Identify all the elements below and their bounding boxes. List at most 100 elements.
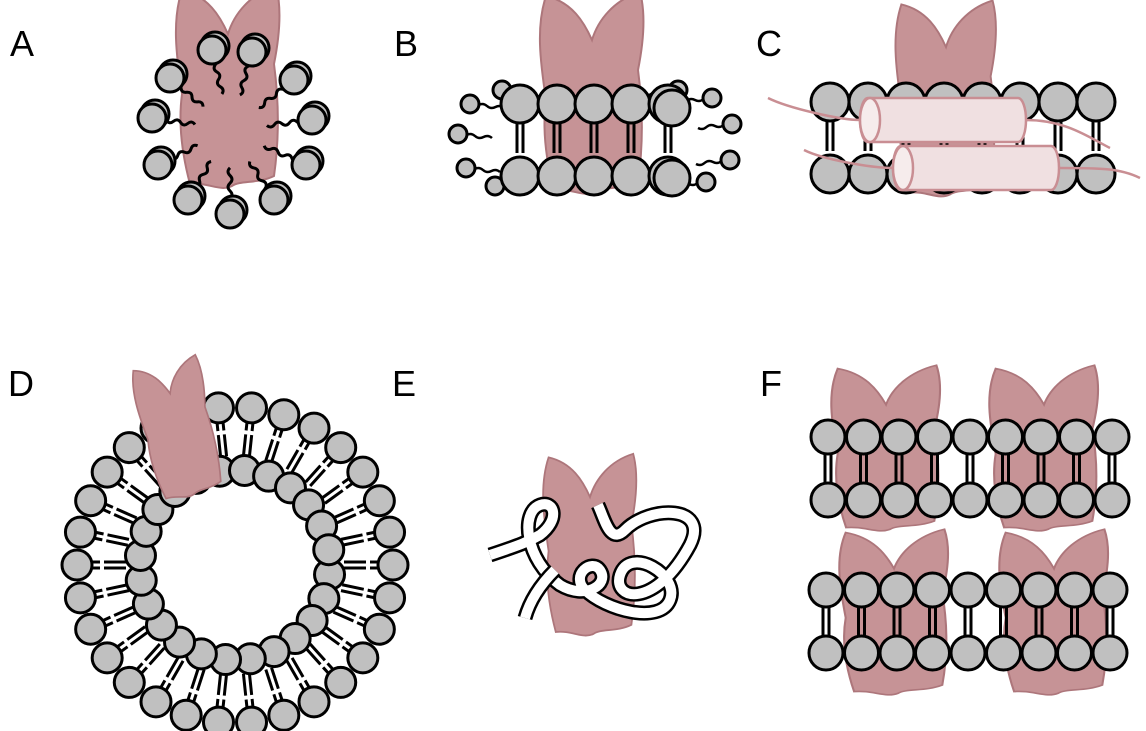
lipid-headgroup [501,157,539,195]
lipid-headgroup [953,483,987,517]
lipid-headgroup [237,707,267,731]
panel-label-c: C [756,23,782,64]
lipid-headgroup [299,687,329,717]
lipid-headgroup [987,636,1021,670]
lipid-headgroup [1022,573,1056,607]
lipid-headgroup [1039,83,1077,121]
lipid-headgroup [654,90,690,126]
lipid-headgroup [114,433,144,463]
lipid-headgroup [1077,155,1115,193]
lipid-headgroup [114,667,144,697]
lipid-headgroup [364,486,394,516]
lipid-headgroup [348,457,378,487]
panel-a: A [10,0,329,228]
detergent-headgroup [723,115,741,133]
detergent-headgroup [449,125,467,143]
lipid-headgroup [375,517,405,547]
lipid-headgroup [845,573,879,607]
lipid-headgroup [1093,636,1127,670]
lipid-headgroup [575,85,613,123]
lipid-headgroup [918,483,952,517]
peptide-cylinder-end [893,146,913,190]
lipid-headgroup [1093,573,1127,607]
lipid-headgroup [326,433,356,463]
lipid-headgroup [1060,483,1094,517]
detergent-headgroup [144,151,172,179]
panel-f: F [760,363,1129,695]
lipid-headgroup [880,636,914,670]
lipid-headgroup [76,486,106,516]
lipid-headgroup [612,85,650,123]
lipid-headgroup [1060,420,1094,454]
lipid-headgroup [654,160,690,196]
lipid-headgroup [1024,483,1058,517]
detergent-headgroup [292,151,320,179]
lipid-headgroup [92,457,122,487]
lipid-headgroup [269,400,299,430]
detergent-headgroup [260,186,288,214]
lipid-headgroup [299,413,329,443]
detergent-headgroup [198,36,226,64]
peptide-cylinder-end [860,98,880,142]
lipid-headgroup [141,687,171,717]
lipid-headgroup [76,614,106,644]
lipid-headgroup [811,420,845,454]
lipid-headgroup [951,573,985,607]
lipid-headgroup [880,573,914,607]
lipid-headgroup [378,550,408,580]
lipid-tail [217,673,221,708]
panel-label-a: A [10,23,34,64]
lipid-headgroup [1058,636,1092,670]
panel-c: C [756,1,1140,197]
lipid-tail [243,421,247,456]
lipid-headgroup [269,700,299,730]
lipid-headgroup [809,636,843,670]
lipid-headgroup [171,700,201,730]
lipid-headgroup [845,636,879,670]
lipid-headgroup [809,573,843,607]
lipid-headgroup [1077,83,1115,121]
lipid-headgroup [916,573,950,607]
detergent-headgroup [216,200,244,228]
panel-b-bilayer [501,85,690,196]
lipid-headgroup [575,157,613,195]
detergent-headgroup [697,173,715,191]
lipid-tail [249,673,253,708]
panel-label-e: E [392,363,416,404]
panel-d: D [8,354,408,731]
detergent-headgroup [703,89,721,107]
panel-d-liposome [62,393,408,731]
lipid-headgroup [1095,420,1129,454]
detergent-headgroup [298,106,326,134]
lipid-headgroup [538,157,576,195]
lipid-tail [223,421,227,456]
detergent-headgroup [156,64,184,92]
panel-label-b: B [394,23,418,64]
lipid-headgroup [62,550,92,580]
detergent-headgroup [457,159,475,177]
lipid-tail [243,674,247,709]
lipid-headgroup [375,583,405,613]
panel-e: E [392,363,694,636]
lipid-headgroup [1024,420,1058,454]
panel-label-f: F [760,363,782,404]
peptide-cylinder [893,146,1059,190]
lipid-headgroup [612,157,650,195]
lipid-headgroup [847,483,881,517]
lipid-headgroup [364,614,394,644]
lipid-headgroup [1022,636,1056,670]
lipid-headgroup [847,420,881,454]
lipid-headgroup [918,420,952,454]
detergent-headgroup [238,38,266,66]
lipid-headgroup [203,707,233,731]
lipid-headgroup [65,517,95,547]
lipid-headgroup [348,643,378,673]
detergent-headgroup [721,151,739,169]
peptide-strand [1026,120,1110,148]
lipid-headgroup [237,393,267,423]
lipid-headgroup [849,155,887,193]
peptide-cylinder [860,98,1026,142]
lipid-tail [223,674,227,709]
panel-b: B [394,0,741,196]
